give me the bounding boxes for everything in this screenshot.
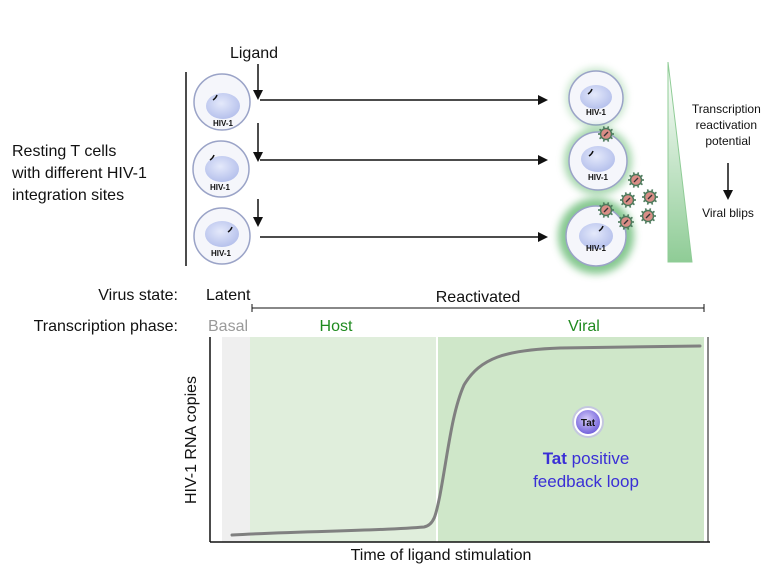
reactivation-potential-wedge xyxy=(667,61,693,263)
cell-label: HIV-1 xyxy=(211,249,232,258)
tat-bold: Tat xyxy=(543,449,568,468)
phase-basal: Basal xyxy=(208,318,248,335)
host-region xyxy=(250,337,436,542)
reactivated-cell-3: HIV-1 xyxy=(558,198,634,274)
resting-cell-2: HIV-1 xyxy=(192,140,250,198)
virions xyxy=(598,126,658,230)
virus-state-latent: Latent xyxy=(206,287,251,304)
virion-icon xyxy=(598,126,614,142)
transcription-phase-row-label: Transcription phase: xyxy=(34,318,178,335)
cell-label: HIV-1 xyxy=(588,173,609,182)
tat-feedback-line-2: feedback loop xyxy=(533,472,639,491)
tat-badge-label: Tat xyxy=(581,418,596,429)
transcription-potential-label: Transcription reactivation potential xyxy=(692,102,764,148)
virus-state-row-label: Virus state: xyxy=(98,287,178,304)
potential-line-1: Transcription xyxy=(692,102,761,116)
cell-label: HIV-1 xyxy=(213,119,234,128)
reactivated-cell-1: HIV-1 xyxy=(566,68,626,128)
x-axis-label: Time of ligand stimulation xyxy=(351,547,532,564)
resting-cell-1: HIV-1 xyxy=(193,73,251,131)
ligand-label: Ligand xyxy=(230,45,278,62)
phase-viral: Viral xyxy=(568,318,600,335)
tat-positive: positive xyxy=(567,449,629,468)
basal-region xyxy=(222,337,250,542)
resting-label-line-3: integration sites xyxy=(12,187,124,204)
virion-icon xyxy=(618,214,634,230)
resting-cell-3: HIV-1 xyxy=(193,207,251,265)
virion-icon xyxy=(628,172,644,188)
reactivated-cell-2: HIV-1 xyxy=(564,127,632,195)
virion-icon xyxy=(642,189,658,205)
virion-icon xyxy=(598,202,614,218)
phase-host: Host xyxy=(320,318,353,335)
rna-curve xyxy=(230,344,702,537)
virion-icon xyxy=(640,208,656,224)
rna-plot: HIV-1 RNA copies Time of ligand stimulat… xyxy=(183,337,710,564)
viral-region xyxy=(438,337,704,542)
virus-state-reactivated: Reactivated xyxy=(436,289,521,306)
virion-icon xyxy=(620,192,636,208)
cell-label: HIV-1 xyxy=(586,108,607,117)
viral-blips-label: Viral blips xyxy=(702,206,754,220)
y-axis-label: HIV-1 RNA copies xyxy=(183,376,200,504)
resting-label-line-1: Resting T cells xyxy=(12,143,116,160)
tat-badge: Tat xyxy=(572,406,604,438)
reactivated-bracket xyxy=(251,304,705,312)
cell-label: HIV-1 xyxy=(210,183,231,192)
cell-label: HIV-1 xyxy=(586,244,607,253)
resting-cells-label: Resting T cells with different HIV-1 int… xyxy=(11,143,151,204)
tat-feedback-line-1: Tat positive xyxy=(543,449,630,468)
resting-label-line-2: with different HIV-1 xyxy=(11,165,147,182)
potential-line-2: reactivation xyxy=(696,118,757,132)
potential-line-3: potential xyxy=(705,134,750,148)
